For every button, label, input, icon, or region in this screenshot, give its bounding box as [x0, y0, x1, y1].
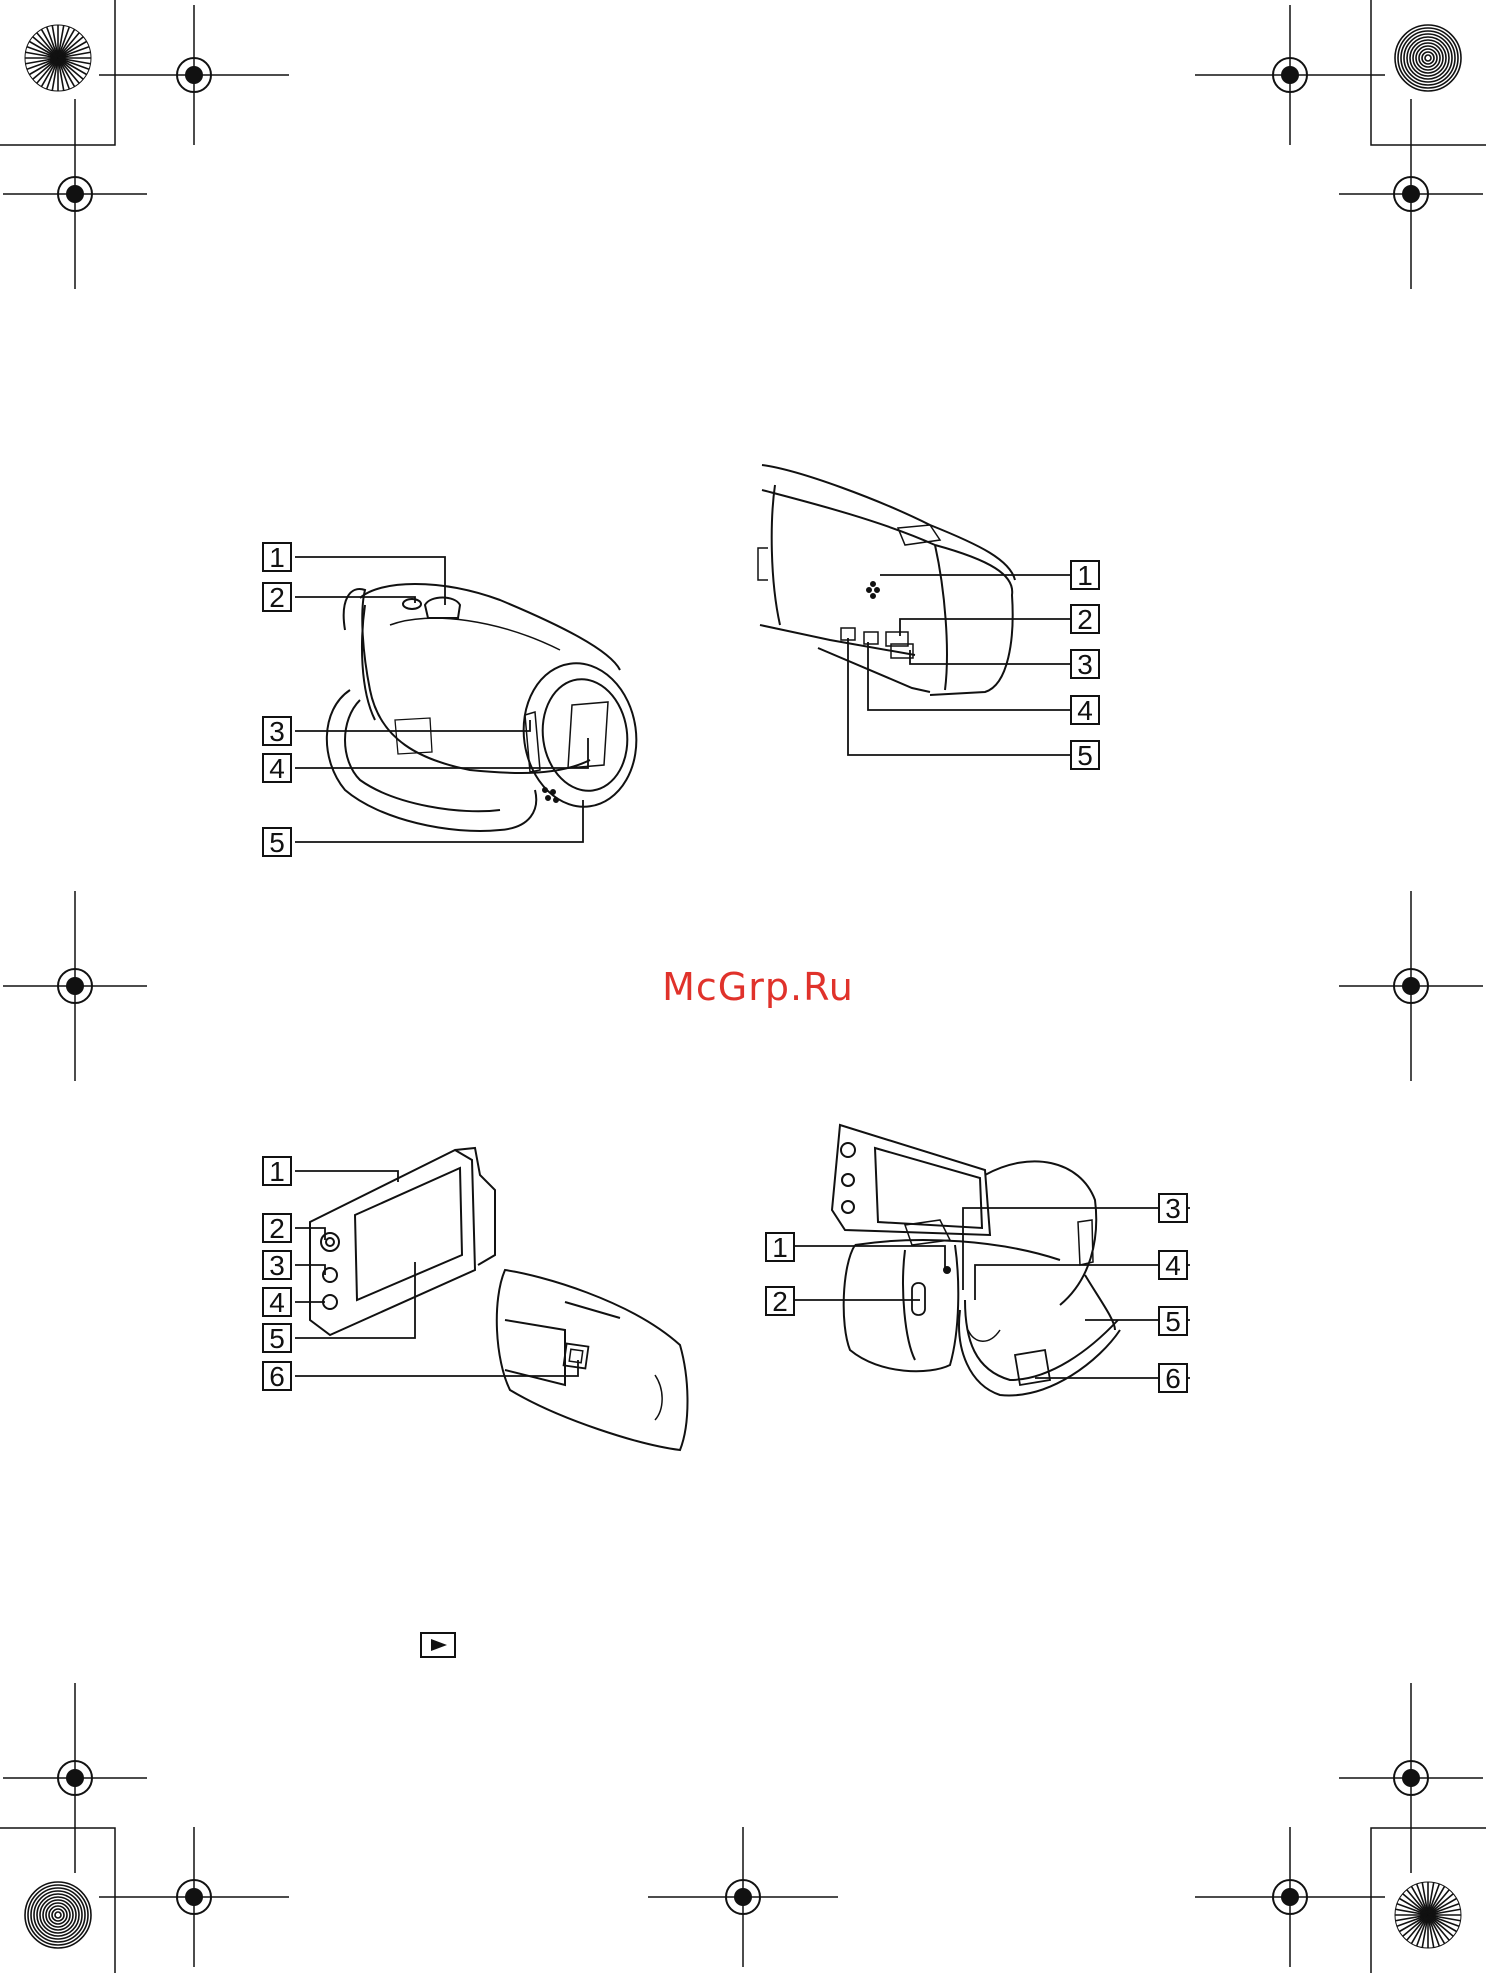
- callout-4: 4: [1158, 1250, 1188, 1280]
- callout-5: 5: [1158, 1306, 1188, 1336]
- play-mode-icon: [420, 1632, 456, 1658]
- callout-3: 3: [1158, 1193, 1188, 1223]
- callout-1: 1: [765, 1232, 795, 1262]
- callout-6: 6: [1158, 1363, 1188, 1393]
- callout-2: 2: [765, 1286, 795, 1316]
